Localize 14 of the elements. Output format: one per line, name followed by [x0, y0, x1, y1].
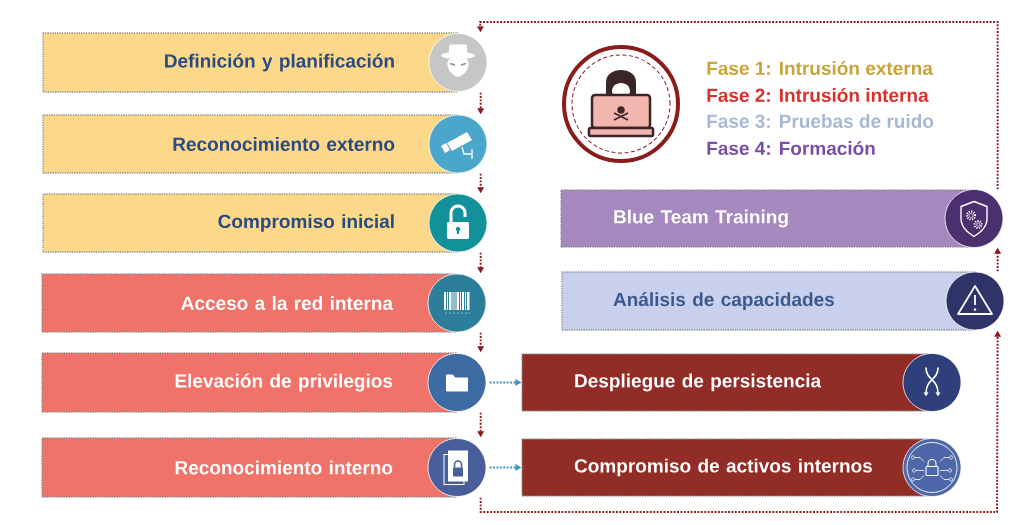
legend-entry: Fase 4: Formación: [707, 140, 875, 156]
process-box: Compromiso de activos internos: [521, 438, 929, 497]
legend-entry: Fase 3: Pruebas de ruido: [707, 114, 934, 128]
process-box: Elevación de privilegios: [41, 352, 457, 413]
process-box: Acceso a la red interna: [41, 273, 457, 333]
legend-entry: Fase 1: Intrusión externa: [707, 60, 933, 76]
process-box: Compromiso inicial: [42, 193, 459, 253]
process-box: Análisis de capacidades: [561, 271, 976, 331]
process-box: Reconocimiento interno: [41, 437, 457, 498]
legend-entry: Fase 2: Intrusión interna: [707, 87, 929, 103]
process-box: Blue Team Training: [560, 189, 976, 248]
process-box: Despliegue de persistencia: [521, 353, 929, 412]
process-box: Definición y planificación: [42, 32, 459, 93]
process-box: Reconocimiento externo: [42, 114, 459, 174]
